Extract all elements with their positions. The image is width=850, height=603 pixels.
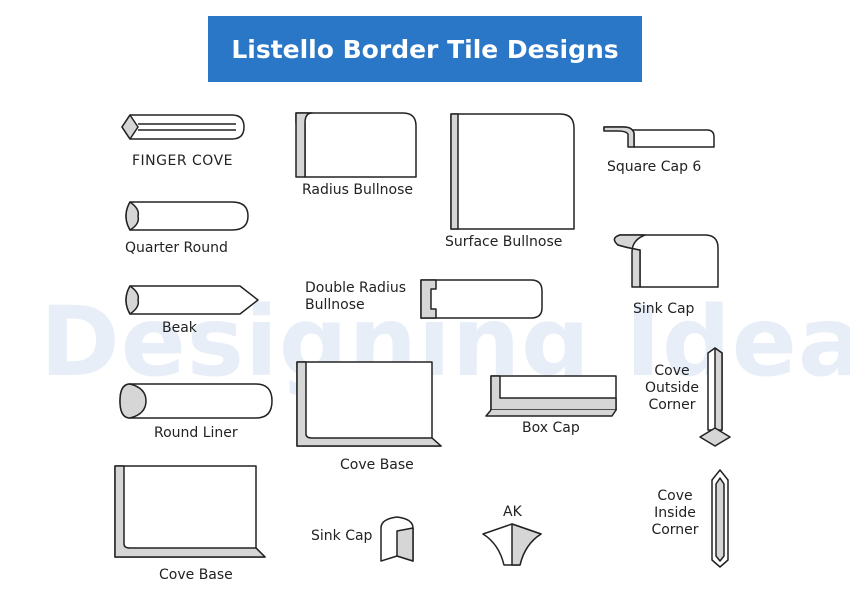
surface-bullnose-tile: [450, 113, 575, 230]
beak-tile: [125, 285, 259, 315]
label-beak: Beak: [162, 320, 197, 336]
sink-cap-tile: [613, 234, 719, 288]
quarter-round-tile: [125, 201, 249, 231]
label-sink-cap-2: Sink Cap: [311, 528, 373, 544]
label-cove-outside-corner: Cove Outside Corner: [644, 363, 700, 413]
double-radius-bullnose-tile: [420, 279, 543, 319]
label-double-radius-bullnose: Double Radius Bullnose: [305, 280, 407, 313]
cove-base-tile: [296, 361, 442, 447]
label-square-cap-6: Square Cap 6: [607, 159, 702, 175]
label-cove-base: Cove Base: [340, 457, 414, 473]
label-radius-bullnose: Radius Bullnose: [302, 182, 413, 198]
label-quarter-round: Quarter Round: [125, 240, 228, 256]
label-round-liner: Round Liner: [154, 425, 238, 441]
cove-base-tile-large: [114, 465, 266, 558]
label-box-cap: Box Cap: [522, 420, 580, 436]
label-cove-inside-corner: Cove Inside Corner: [651, 488, 699, 538]
label-cove-base-2: Cove Base: [159, 567, 233, 583]
cove-inside-corner-tile: [711, 469, 729, 568]
square-cap-6-tile: [603, 126, 715, 148]
box-cap-tile: [485, 375, 617, 417]
round-liner-tile: [119, 383, 273, 419]
label-sink-cap: Sink Cap: [633, 301, 695, 317]
ak-tile: [482, 523, 542, 566]
cove-outside-corner-tile: [699, 347, 731, 447]
radius-bullnose-tile: [295, 112, 417, 178]
label-finger-cove: FINGER COVE: [132, 153, 233, 169]
page-title: Listello Border Tile Designs: [231, 34, 619, 64]
sink-cap-corner-tile: [380, 516, 414, 562]
label-surface-bullnose: Surface Bullnose: [445, 234, 563, 250]
label-ak: AK: [503, 504, 522, 520]
title-banner: Listello Border Tile Designs: [208, 16, 642, 82]
finger-cove-tile: [121, 114, 245, 140]
